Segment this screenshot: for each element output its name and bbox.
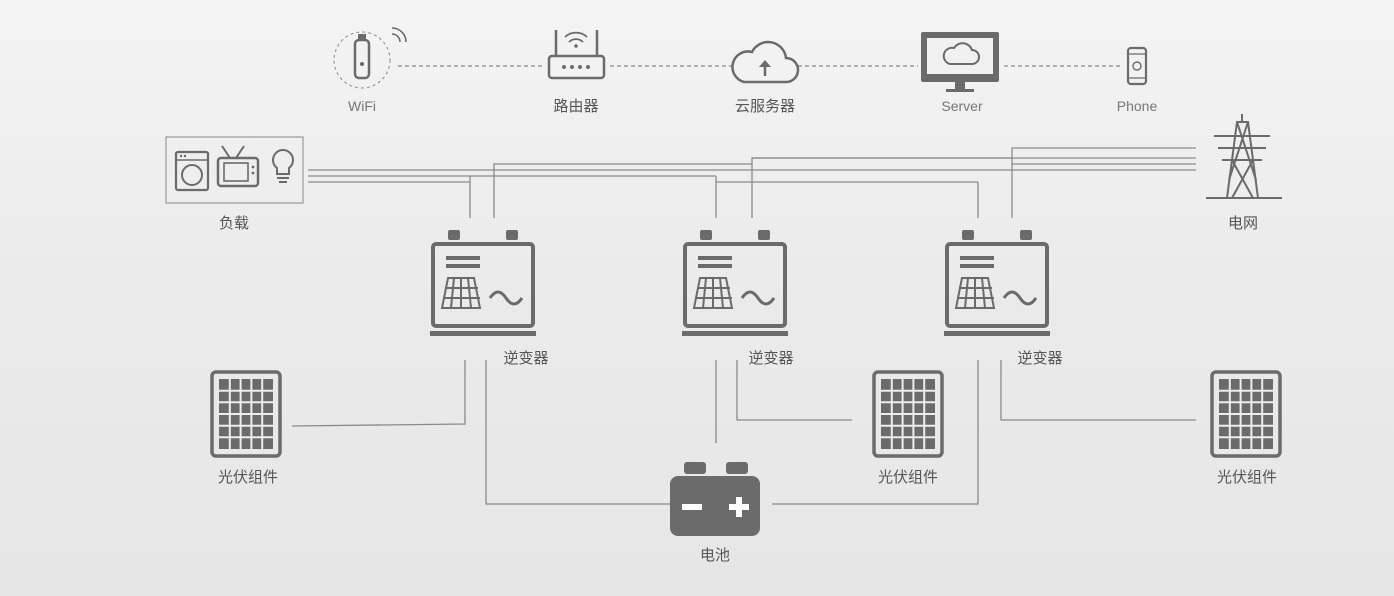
pv-panel-2 — [872, 370, 944, 458]
router-icon — [547, 30, 606, 80]
inverter-1 — [430, 230, 536, 336]
phone-label: Phone — [1117, 98, 1158, 114]
pv-panel-1 — [210, 370, 282, 458]
wifi-icon — [333, 27, 407, 89]
battery-label: 电池 — [700, 546, 730, 564]
inverter-1-label: 逆变器 — [503, 349, 548, 367]
light-bulb-icon — [272, 148, 294, 183]
pv-panel-3 — [1210, 370, 1282, 458]
inverter-3 — [944, 230, 1050, 336]
load-appliances — [165, 136, 304, 204]
server-label: Server — [941, 98, 983, 114]
pv-panel-1-label: 光伏组件 — [218, 468, 278, 486]
inverter-3-label: 逆变器 — [1017, 349, 1062, 367]
load-label: 负载 — [219, 214, 249, 232]
wifi-label: WiFi — [348, 98, 376, 114]
washing-machine-icon — [174, 150, 210, 192]
router-label: 路由器 — [553, 97, 598, 115]
pv-panel-2-label: 光伏组件 — [878, 468, 938, 486]
pv-panel-3-label: 光伏组件 — [1217, 468, 1277, 486]
power-tower-icon — [1206, 114, 1282, 199]
cloud-upload-icon — [731, 40, 800, 84]
phone-icon — [1126, 46, 1148, 86]
inverter-2 — [682, 230, 788, 336]
grid-label: 电网 — [1228, 214, 1258, 232]
monitor-icon — [921, 32, 999, 92]
power-wiring — [291, 147, 1196, 505]
tv-icon — [216, 145, 260, 188]
inverter-2-label: 逆变器 — [748, 349, 793, 367]
cloud-label: 云服务器 — [735, 97, 795, 115]
battery-icon — [670, 462, 760, 536]
